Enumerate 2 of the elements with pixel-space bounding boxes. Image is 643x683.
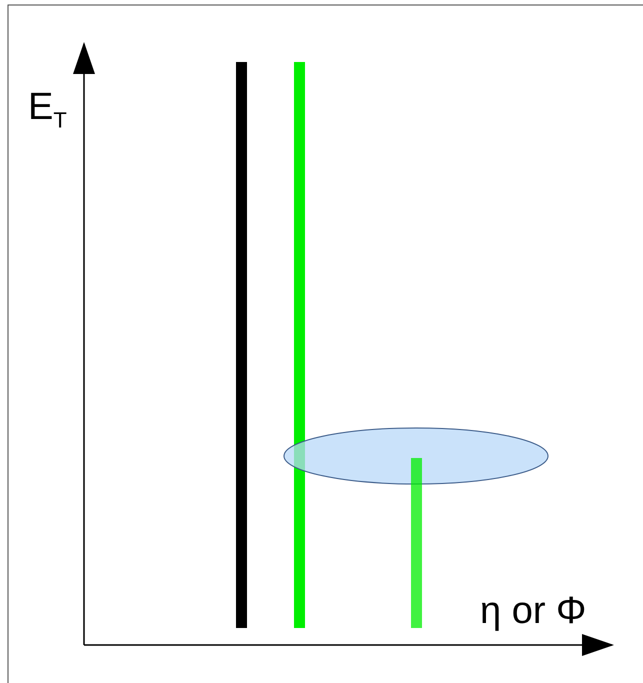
axis-label: E$_{T}$ bbox=[28, 88, 67, 132]
axis-label: η or Φ bbox=[480, 592, 586, 630]
